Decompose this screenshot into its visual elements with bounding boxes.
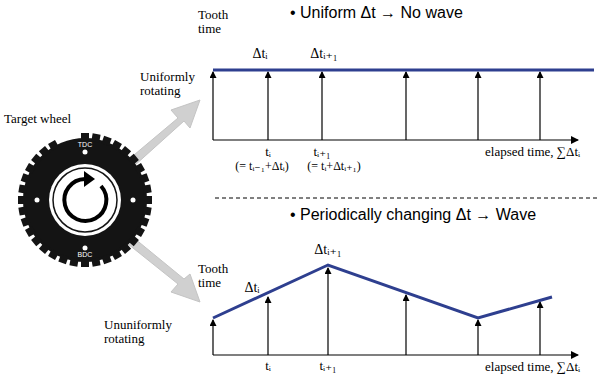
- time-label: tᵢ₊₁: [319, 359, 336, 373]
- wheel-mark: BDC: [78, 251, 93, 259]
- interval-label: Δtᵢ: [252, 46, 267, 61]
- target-wheel: [18, 133, 152, 267]
- interval-label: Δtᵢ₊₁: [310, 46, 337, 61]
- time-formula: (= tᵢ₋₁+Δtᵢ): [235, 160, 288, 173]
- time-label: tᵢ: [265, 145, 271, 159]
- time-label: tᵢ: [265, 359, 271, 373]
- uniform-plot: [213, 70, 594, 140]
- time-label: tᵢ₊₁: [313, 145, 330, 159]
- grey-arrow-down: [128, 238, 200, 302]
- wheel-label: Target wheel: [4, 112, 71, 126]
- dashed-separator: [215, 198, 600, 199]
- interval-label: Δtᵢ: [244, 280, 259, 295]
- panel-title: • Periodically changing Δt → Wave: [290, 206, 536, 224]
- wave-plot: [213, 265, 578, 355]
- panel-title: • Uniform Δt → No wave: [290, 4, 463, 22]
- rotation-label: Ununiformly rotating: [104, 318, 190, 347]
- time-formula: (= tᵢ+Δtᵢ₊₁): [307, 160, 360, 173]
- grey-arrow-up: [128, 100, 200, 166]
- axis-label: Tooth time: [198, 262, 238, 291]
- wheel-mark: TDC: [78, 141, 92, 149]
- rotation-label: Uniformly rotating: [140, 70, 212, 99]
- axis-label: elapsed time, ∑Δtᵢ: [485, 360, 580, 374]
- interval-label: Δtᵢ₊₁: [314, 242, 341, 257]
- axis-label: elapsed time, ∑Δtᵢ: [485, 145, 580, 159]
- axis-label: Tooth time: [198, 8, 238, 37]
